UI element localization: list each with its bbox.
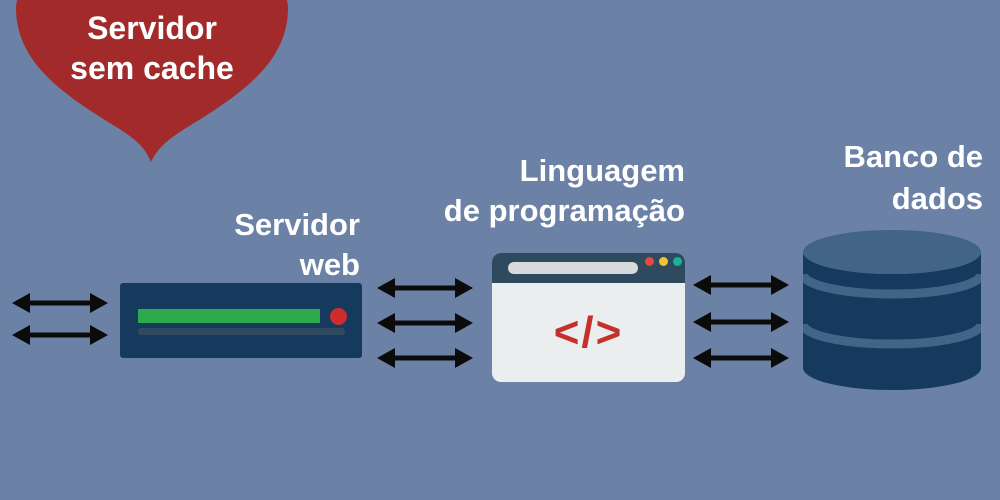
double-arrow-icon xyxy=(693,272,789,298)
language-label-line1: Linguagem xyxy=(519,153,685,188)
browser-header xyxy=(492,253,685,283)
window-control-yellow-icon xyxy=(659,257,668,266)
double-arrow-icon xyxy=(693,345,789,371)
badge-label-line2: sem cache xyxy=(70,50,234,86)
language-label: Linguagem de programação xyxy=(444,151,685,231)
code-icon: </> xyxy=(553,307,624,357)
browser-window-icon: </> xyxy=(492,253,685,382)
server-slot-icon xyxy=(138,328,345,335)
web-server-icon xyxy=(120,283,362,358)
no-cache-badge-shape xyxy=(16,0,288,162)
database-icon xyxy=(803,230,981,390)
web-server-label: Servidor web xyxy=(234,205,360,285)
address-bar-icon xyxy=(508,262,638,274)
language-label-line2: de programação xyxy=(443,193,685,228)
no-cache-badge-label: Servidor sem cache xyxy=(22,8,282,88)
web-server-label-line1: Servidor xyxy=(234,207,360,242)
window-control-teal-icon xyxy=(673,257,682,266)
double-arrow-icon xyxy=(12,322,108,348)
double-arrow-icon xyxy=(693,309,789,335)
badge-label-line1: Servidor xyxy=(87,10,217,46)
database-label-line1: Banco de xyxy=(843,139,983,174)
double-arrow-icon xyxy=(377,345,473,371)
server-activity-bar-icon xyxy=(138,309,320,323)
server-led-icon xyxy=(330,308,347,325)
double-arrow-icon xyxy=(377,275,473,301)
double-arrow-icon xyxy=(377,310,473,336)
window-control-red-icon xyxy=(645,257,654,266)
database-label: Banco de dados xyxy=(843,136,983,220)
double-arrow-icon xyxy=(12,290,108,316)
web-server-label-line2: web xyxy=(299,247,360,282)
database-label-line2: dados xyxy=(891,181,983,216)
